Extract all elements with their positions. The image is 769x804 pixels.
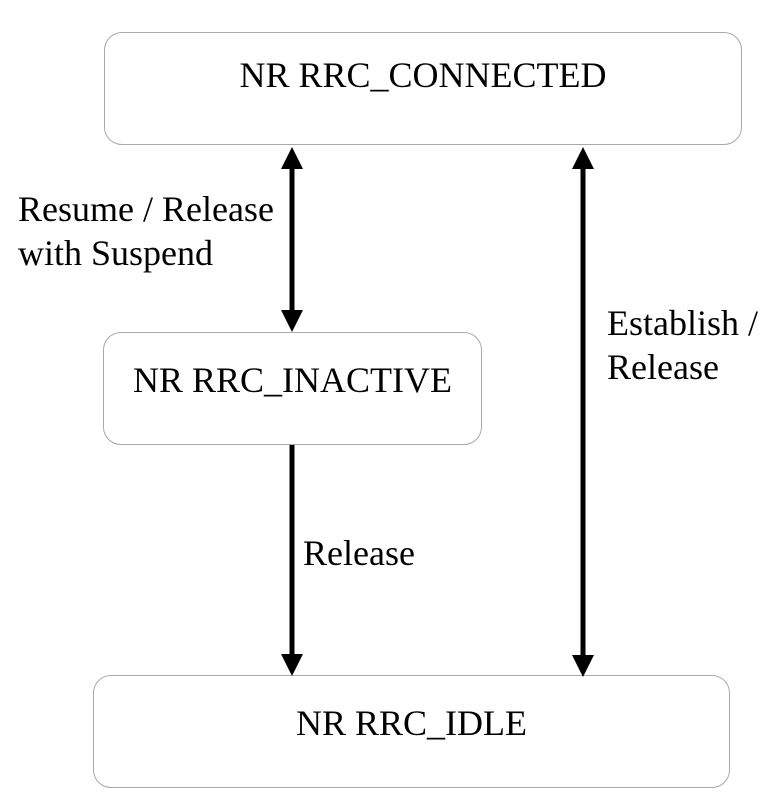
arrowhead-down-icon (572, 655, 594, 677)
state-label-inactive: NR RRC_INACTIVE (132, 359, 452, 400)
state-node-inactive: NR RRC_INACTIVE (103, 332, 482, 445)
edge-label-establish-release: Establish / Release (607, 303, 758, 387)
edge-label-resume-release-with-suspend: Resume / Release with Suspend (18, 189, 274, 273)
arrowhead-up-icon (572, 147, 594, 169)
edge-label-release: Release (303, 533, 415, 573)
arrowhead-down-icon (281, 310, 303, 332)
state-node-idle: NR RRC_IDLE (93, 675, 730, 788)
arrowhead-up-icon (281, 147, 303, 169)
state-label-connected: NR RRC_CONNECTED (239, 54, 607, 95)
arrow-connected-idle (572, 147, 594, 677)
state-node-connected: NR RRC_CONNECTED (104, 32, 742, 145)
state-label-idle: NR RRC_IDLE (295, 702, 527, 743)
arrow-inactive-idle (281, 445, 303, 676)
arrow-connected-inactive (281, 147, 303, 332)
arrowhead-down-icon (281, 654, 303, 676)
